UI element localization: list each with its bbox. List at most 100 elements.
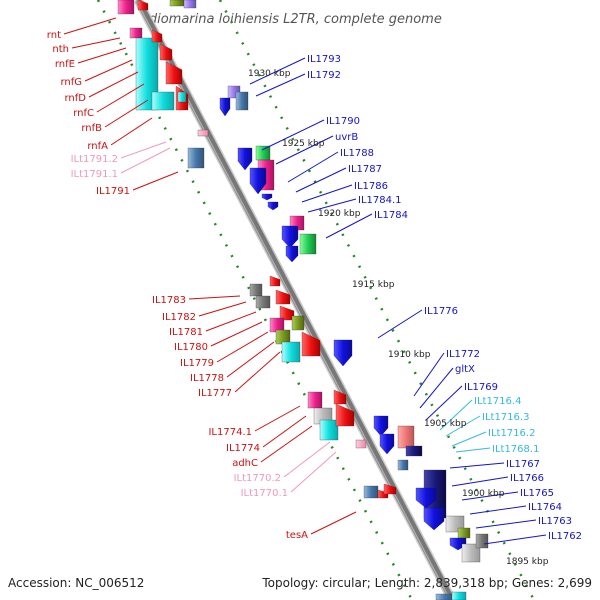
- label-connector: [249, 57, 306, 85]
- gene-block: [197, 129, 209, 137]
- kbp-tick-label: 1915 kbp: [352, 280, 395, 290]
- gene-block: [255, 145, 271, 161]
- label-connector: [210, 321, 263, 347]
- gene-label: ILt1768.1: [492, 444, 539, 455]
- label-connector: [71, 37, 121, 49]
- gene-arrow-forward: [151, 29, 163, 43]
- label-connector: [461, 491, 519, 501]
- kbp-tick-label: 1900 kbp: [462, 489, 505, 499]
- kbp-tick-label: 1930 kbp: [248, 69, 291, 79]
- label-connector: [413, 352, 445, 397]
- gene-block: [183, 0, 197, 9]
- label-connector: [287, 151, 339, 183]
- gene-label: IL1766: [510, 473, 544, 484]
- gene-label: IL1763: [538, 516, 572, 527]
- label-connector: [88, 71, 139, 98]
- gene-label: IL1793: [307, 54, 341, 65]
- gene-arrow-forward: [333, 389, 347, 405]
- gene-arrow-reverse: [379, 433, 395, 455]
- label-connector: [275, 135, 334, 165]
- gene-label: IL1765: [520, 488, 554, 499]
- gene-label: IL1791: [96, 186, 130, 197]
- gene-block: [177, 91, 187, 103]
- gene-arrow-forward: [301, 331, 321, 357]
- left-gene-labels: rntnthrnfErnfGrnfDrnfCrnfBrnfAILt1791.2I…: [47, 30, 308, 541]
- genome-summary-text: Topology: circular; Length: 2,839,318 bp…: [261, 576, 592, 590]
- gene-label: IL1780: [174, 342, 208, 353]
- gene-block: [169, 0, 185, 7]
- gene-block: [249, 283, 263, 297]
- gene-block: [187, 147, 205, 169]
- gene-label: IL1787: [348, 164, 382, 175]
- label-connector: [104, 99, 149, 128]
- label-connector: [132, 171, 179, 191]
- gene-block: [451, 591, 467, 600]
- gene-arrow-forward: [269, 275, 281, 287]
- diagram-title: Idiomarina loihiensis L2TR, complete gen…: [145, 12, 442, 27]
- label-connector: [445, 415, 481, 437]
- genome-backbone: [134, 0, 456, 600]
- gene-arrow-reverse: [237, 147, 253, 171]
- gene-label: IL1783: [152, 295, 186, 306]
- gene-label: ILt1791.2: [71, 154, 118, 165]
- gene-arrow-reverse: [261, 193, 273, 201]
- label-connector: [254, 405, 301, 432]
- label-connector: [307, 198, 357, 213]
- label-connector: [439, 399, 473, 431]
- gene-block: [151, 91, 175, 111]
- label-connector: [419, 367, 454, 409]
- label-connector: [216, 331, 269, 363]
- gene-label: IL1792: [307, 70, 341, 81]
- label-connector: [96, 83, 145, 113]
- gene-block: [319, 419, 339, 441]
- gene-block: [255, 295, 271, 309]
- label-connector: [120, 147, 171, 174]
- gene-label: tesA: [286, 530, 308, 541]
- gene-arrow-reverse: [219, 97, 231, 117]
- gene-block: [117, 0, 135, 15]
- gene-label: rnfD: [65, 93, 87, 104]
- gene-block: [457, 527, 471, 539]
- gene-label: IL1764: [528, 502, 562, 513]
- gene-arrow-forward: [165, 61, 183, 85]
- gene-label: adhC: [232, 458, 258, 469]
- gene-block: [397, 425, 415, 449]
- gene-label: ILt1791.1: [71, 169, 118, 180]
- gene-arrow-forward: [137, 0, 149, 11]
- gene-label: rnfA: [87, 141, 108, 152]
- ruler-tracks: [96, 0, 536, 600]
- gene-label: IL1762: [548, 531, 582, 542]
- gene-label: ILt1716.2: [488, 428, 535, 439]
- gene-label: nth: [52, 44, 69, 55]
- label-connector: [455, 447, 491, 453]
- label-connector: [310, 511, 357, 535]
- gene-block: [235, 91, 249, 111]
- label-connector: [451, 431, 487, 447]
- gene-label: IL1779: [180, 358, 214, 369]
- gene-arrow-forward: [335, 403, 355, 427]
- gene-arrow-reverse: [285, 245, 299, 263]
- label-connector: [469, 505, 527, 515]
- gene-label: IL1776: [424, 306, 458, 317]
- gene-block: [461, 543, 481, 563]
- label-connector: [63, 17, 117, 35]
- gene-label: IL1767: [506, 459, 540, 470]
- gene-arrow-forward: [275, 289, 291, 305]
- gene-arrow-reverse: [281, 225, 299, 249]
- label-connector: [301, 184, 353, 203]
- gene-block: [363, 485, 379, 499]
- label-connector: [226, 341, 275, 378]
- ruler-track: [96, 0, 414, 600]
- gene-label: IL1774.1: [208, 427, 252, 438]
- label-connector: [84, 59, 133, 82]
- gene-label: ILt1770.1: [241, 488, 288, 499]
- gene-block: [299, 233, 317, 255]
- label-connector: [425, 385, 463, 421]
- gene-arrow-reverse: [249, 167, 267, 195]
- gene-arrow-reverse: [373, 415, 389, 437]
- gene-label: IL1772: [446, 349, 480, 360]
- label-connector: [262, 415, 307, 448]
- gene-label: rnfC: [73, 108, 94, 119]
- label-connector: [377, 309, 423, 339]
